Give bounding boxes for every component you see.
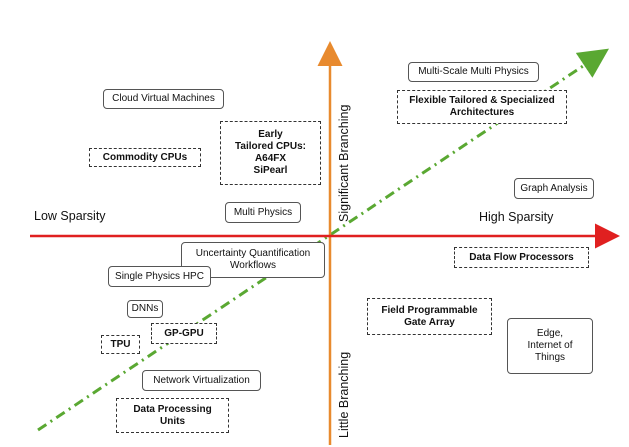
commodity-cpus-box: Commodity CPUs [89, 148, 201, 167]
single-physics-hpc-box: Single Physics HPC [108, 266, 211, 287]
significant-branching-label: Significant Branching [337, 104, 351, 222]
tpu-box: TPU [101, 335, 140, 354]
data-processing-units-box: Data Processing Units [116, 398, 229, 433]
dnns-box: DNNs [127, 300, 163, 318]
network-virtualization-box: Network Virtualization [142, 370, 261, 391]
multi-scale-multi-physics-box: Multi-Scale Multi Physics [408, 62, 539, 82]
edge-iot-box: Edge, Internet of Things [507, 318, 593, 374]
flexible-architectures-box: Flexible Tailored & Specialized Architec… [397, 90, 567, 124]
cloud-virtual-machines-box: Cloud Virtual Machines [103, 89, 224, 109]
little-branching-label: Little Branching [337, 351, 351, 438]
trend-line [37, 48, 609, 432]
early-tailored-cpus-box: Early Tailored CPUs: A64FX SiPearl [220, 121, 321, 185]
graph-analysis-box: Graph Analysis [514, 178, 594, 199]
low-sparsity-label: Low Sparsity [34, 209, 106, 223]
fpga-box: Field Programmable Gate Array [367, 298, 492, 335]
high-sparsity-label: High Sparsity [479, 210, 554, 224]
gp-gpu-box: GP-GPU [151, 323, 217, 344]
data-flow-processors-box: Data Flow Processors [454, 247, 589, 268]
multi-physics-box: Multi Physics [225, 202, 301, 223]
